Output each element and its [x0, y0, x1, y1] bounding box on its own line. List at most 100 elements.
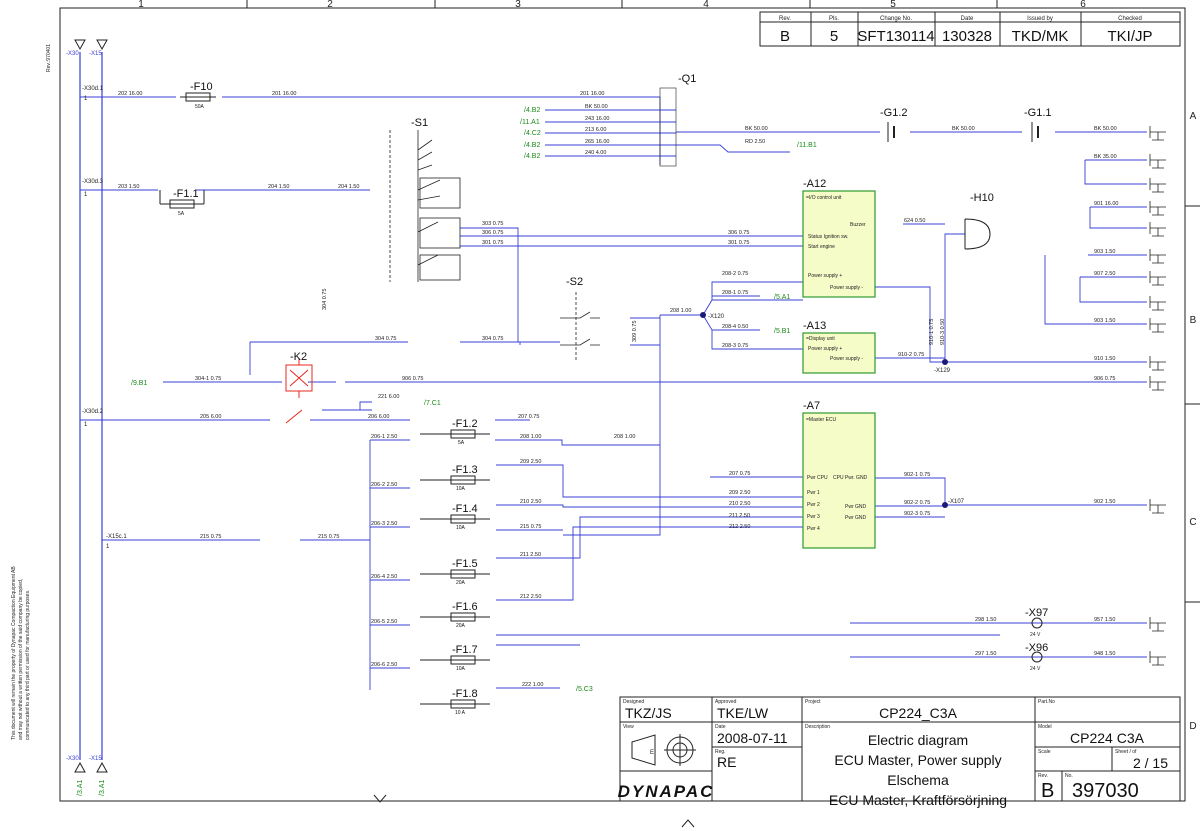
svg-text:Rev.: Rev.: [1038, 773, 1048, 779]
model-value: CP224 C3A: [1070, 730, 1145, 746]
svg-text:Power supply -: Power supply -: [830, 356, 863, 362]
svg-text:213 6.00: 213 6.00: [585, 127, 606, 133]
g1-1-label: -G1.1: [1024, 107, 1052, 119]
svg-text:communicated to any third part: communicated to any third part or used f…: [25, 590, 31, 740]
svg-text:211 2.50: 211 2.50: [729, 513, 750, 519]
svg-text:BK 50.00: BK 50.00: [1094, 126, 1117, 132]
svg-text:910-1 0.75: 910-1 0.75: [929, 319, 935, 345]
module-a13: -A13 =Display unit Power supply + Power …: [802, 320, 876, 374]
svg-text:203 1.50: 203 1.50: [118, 184, 139, 190]
svg-text:50A: 50A: [195, 104, 205, 110]
svg-text:304-1 0.75: 304-1 0.75: [195, 376, 221, 382]
svg-text:206-1 2.50: 206-1 2.50: [371, 434, 397, 440]
svg-text:208-4 0.50: 208-4 0.50: [722, 324, 748, 330]
rev-value-tb: B: [1041, 780, 1054, 802]
svg-text:Start engine: Start engine: [808, 244, 835, 250]
svg-text:240 4.00: 240 4.00: [585, 150, 606, 156]
svg-text:Pwr 2: Pwr 2: [807, 502, 820, 508]
svg-text:Pwr 4: Pwr 4: [807, 526, 820, 532]
svg-text:-X107: -X107: [948, 499, 965, 505]
svg-text:No.: No.: [1065, 773, 1073, 779]
fuse-bank: [420, 429, 490, 709]
svg-text:303 0.75: 303 0.75: [482, 221, 503, 227]
svg-text:208-1 0.75: 208-1 0.75: [722, 290, 748, 296]
svg-text:204 1.50: 204 1.50: [268, 184, 289, 190]
svg-text:208 1.00: 208 1.00: [670, 308, 691, 314]
battery-g1-2: [887, 122, 895, 142]
svg-text:215 0.75: 215 0.75: [200, 534, 221, 540]
svg-text:212 2.50: 212 2.50: [520, 594, 541, 600]
row-C: C: [1189, 517, 1196, 528]
approved-value: TKE/LW: [717, 705, 769, 721]
s2-label: -S2: [566, 276, 583, 288]
svg-text:10A: 10A: [456, 525, 466, 531]
svg-text:948 1.50: 948 1.50: [1094, 651, 1115, 657]
change-header: Change No.: [880, 16, 912, 22]
svg-text:BK 35.00: BK 35.00: [1094, 154, 1117, 160]
svg-text:10A: 10A: [456, 666, 466, 672]
pls-value: 5: [830, 28, 838, 45]
ground-symbols: [1149, 126, 1166, 666]
junction-dots: [700, 312, 948, 508]
svg-text:-X15c.1: -X15c.1: [106, 534, 127, 540]
svg-text:Date: Date: [715, 724, 726, 730]
node-labels: -X120 -X129 -X107: [708, 314, 965, 505]
svg-text:304 0.75: 304 0.75: [375, 336, 396, 342]
x96-label: -X96: [1025, 642, 1048, 654]
rail-x30-bottom: -X30: [66, 756, 79, 762]
svg-text:215 0.75: 215 0.75: [520, 524, 541, 530]
svg-text:206-6 2.50: 206-6 2.50: [371, 662, 397, 668]
svg-text:-F10: -F10: [190, 81, 213, 93]
svg-text:309 0.75: 309 0.75: [632, 321, 638, 342]
desc-line-1: Electric diagram: [868, 732, 968, 748]
f1-7-label: -F1.7: [452, 644, 478, 656]
svg-text:211 2.50: 211 2.50: [520, 552, 541, 558]
h10-label: -H10: [970, 192, 994, 204]
row-A: A: [1190, 111, 1197, 122]
dynapac-logo: DYNAPAC: [618, 782, 715, 801]
svg-text:201 16.00: 201 16.00: [272, 91, 296, 97]
wiring: [80, 96, 1147, 690]
svg-text:5A: 5A: [458, 440, 465, 446]
svg-text:/4.C2: /4.C2: [524, 130, 541, 137]
svg-text:Buzzer: Buzzer: [850, 222, 866, 228]
svg-text:212 2.50: 212 2.50: [729, 524, 750, 530]
svg-text:/4.B2: /4.B2: [524, 153, 540, 160]
svg-text:243 16.00: 243 16.00: [585, 116, 609, 122]
svg-text:207 0.75: 207 0.75: [518, 414, 539, 420]
column-3: 3: [515, 0, 521, 10]
svg-text:901 16.00: 901 16.00: [1094, 201, 1118, 207]
rev-header: Rev.: [779, 16, 791, 22]
svg-text:208 1.00: 208 1.00: [520, 434, 541, 440]
svg-text:208 1.00: 208 1.00: [614, 434, 635, 440]
svg-text:/11.A1: /11.A1: [520, 119, 540, 126]
pls-header: Pls.: [829, 16, 839, 22]
svg-text:-X120: -X120: [708, 314, 725, 320]
svg-text:24 V: 24 V: [1030, 632, 1041, 638]
column-2: 2: [327, 0, 333, 10]
power-rails: -X30 -X15 -X30 -X15 /3.A1 /3.A1: [66, 39, 108, 796]
project-value: CP224_C3A: [879, 705, 957, 721]
svg-text:206-2 2.50: 206-2 2.50: [371, 482, 397, 488]
svg-text:202 16.00: 202 16.00: [118, 91, 142, 97]
change-value: SFT130114: [857, 28, 934, 45]
svg-text:205 6.00: 205 6.00: [200, 414, 221, 420]
x97-label: -X97: [1025, 607, 1048, 619]
svg-text:207 0.75: 207 0.75: [729, 471, 750, 477]
svg-text:=Display unit: =Display unit: [806, 336, 835, 342]
svg-text:Pwr 3: Pwr 3: [807, 514, 820, 520]
svg-text:265 16.00: 265 16.00: [585, 139, 609, 145]
svg-text:-A13: -A13: [803, 320, 826, 332]
f1-3-label: -F1.3: [452, 464, 478, 476]
date-value: 130328: [942, 28, 992, 45]
issued-value: TKD/MK: [1012, 28, 1069, 45]
svg-text:906 0.75: 906 0.75: [1094, 376, 1115, 382]
svg-text:910-3 0.50: 910-3 0.50: [940, 319, 946, 345]
bottom-markers: [373, 794, 695, 828]
fuse-f1-1: -F1.1 5A: [159, 188, 205, 217]
svg-text:902 1.50: 902 1.50: [1094, 499, 1115, 505]
svg-text:Approved: Approved: [715, 699, 737, 705]
module-a7: -A7 =Master ECU Pwr CPU CPU Pwr. GND Pwr…: [802, 400, 876, 549]
svg-text:E: E: [650, 750, 654, 756]
